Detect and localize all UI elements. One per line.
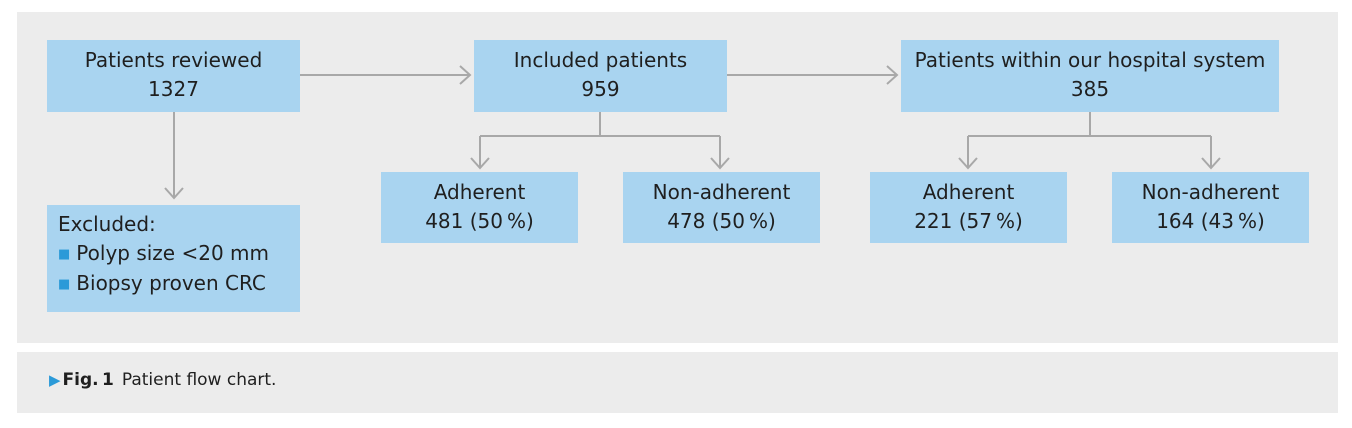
box-included-nonadherent: Non-adherent 478 (50 %) — [623, 172, 820, 243]
arrowhead-included — [459, 65, 472, 85]
arrowhead-included-adherent — [470, 157, 490, 170]
box-count: 164 (43 %) — [1156, 209, 1265, 233]
caption-figure-number: Fig. 1 — [62, 370, 114, 390]
excluded-item-text: Polyp size <20 mm — [76, 241, 269, 265]
box-label: Patients within our hospital system — [914, 48, 1266, 72]
box-label: Adherent — [922, 180, 1015, 204]
caption-bar — [17, 352, 1338, 413]
excluded-item: ■ Polyp size <20 mm — [58, 239, 300, 269]
bullet-icon: ■ — [58, 277, 71, 292]
figure-caption: ▶Fig. 1 Patient flow chart. — [49, 370, 276, 390]
bullet-icon: ■ — [58, 247, 71, 262]
box-excluded: Excluded: ■ Polyp size <20 mm ■ Biopsy pro… — [47, 205, 300, 312]
arrowhead-hospital-nonadherent — [1201, 157, 1221, 170]
arrowhead-included-nonadherent — [710, 157, 730, 170]
box-count: 221 (57 %) — [914, 209, 1023, 233]
box-count: 385 — [1070, 77, 1110, 101]
caption-triangle-icon: ▶ — [49, 371, 61, 389]
box-included-adherent: Adherent 481 (50 %) — [381, 172, 578, 243]
arrowhead-hospital-adherent — [958, 157, 978, 170]
box-label: Non-adherent — [1141, 180, 1280, 204]
box-hospital-nonadherent: Non-adherent 164 (43 %) — [1112, 172, 1309, 243]
box-count: 1327 — [148, 77, 199, 101]
box-included-patients: Included patients 959 — [474, 40, 727, 112]
box-count: 959 — [581, 77, 620, 101]
box-label: Adherent — [433, 180, 526, 204]
box-patients-reviewed: Patients reviewed 1327 — [47, 40, 300, 112]
box-label: Non-adherent — [652, 180, 791, 204]
box-label: Included patients — [513, 48, 688, 72]
excluded-item: ■ Biopsy proven CRC — [58, 269, 300, 299]
box-hospital-patients: Patients within our hospital system 385 — [901, 40, 1279, 112]
caption-text: Patient flow chart. — [121, 370, 277, 390]
arrowhead-excluded — [164, 187, 184, 200]
box-hospital-adherent: Adherent 221 (57 %) — [870, 172, 1067, 243]
box-count: 481 (50 %) — [425, 209, 534, 233]
box-label: Patients reviewed — [84, 48, 263, 72]
excluded-item-text: Biopsy proven CRC — [76, 271, 266, 295]
excluded-title: Excluded: — [58, 212, 156, 236]
arrowhead-hospital — [886, 65, 899, 85]
box-count: 478 (50 %) — [667, 209, 776, 233]
